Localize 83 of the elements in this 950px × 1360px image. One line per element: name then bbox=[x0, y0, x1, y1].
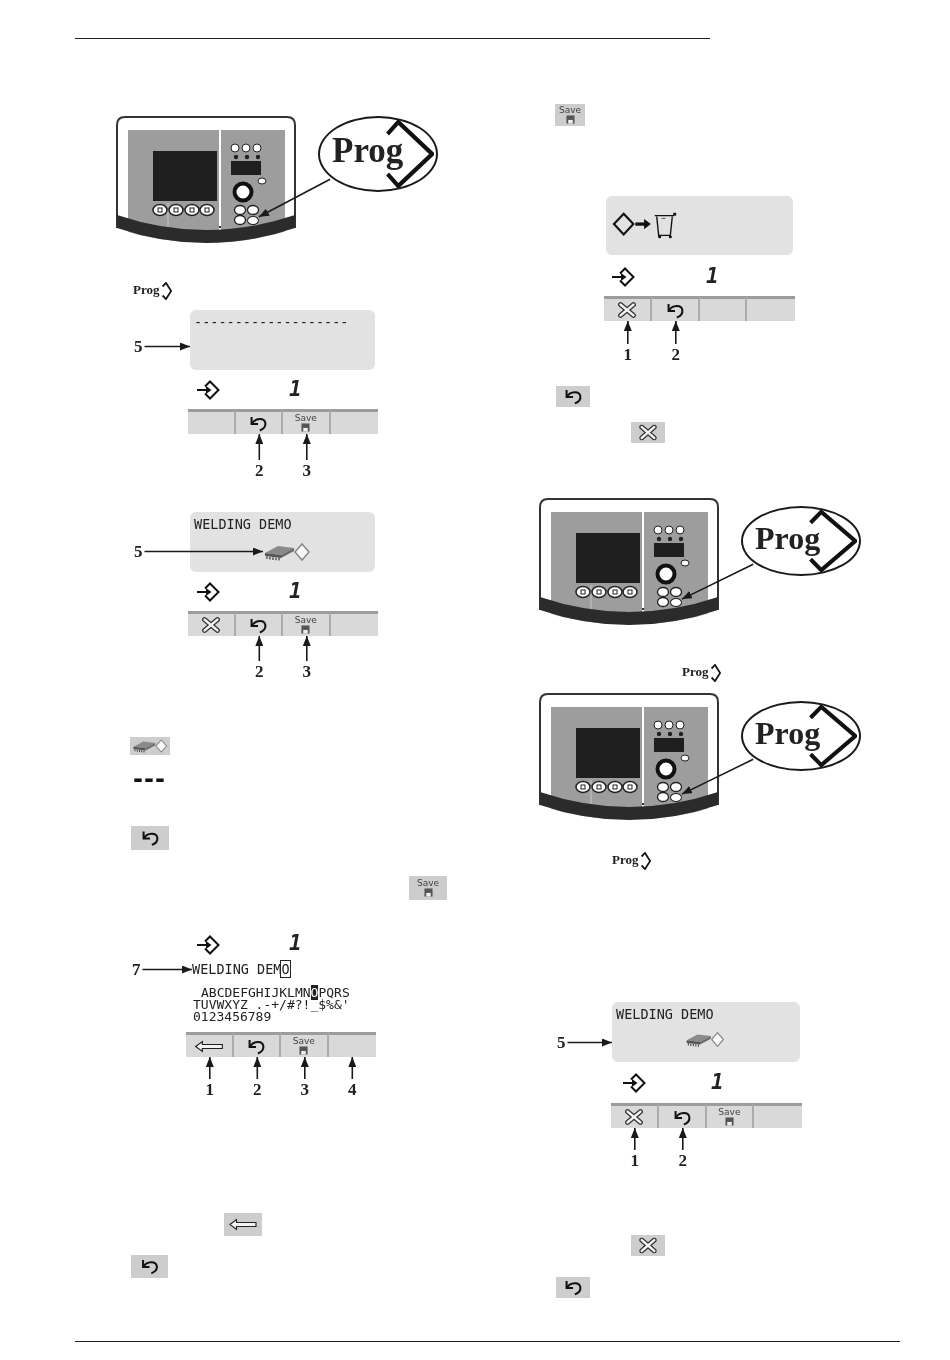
blank-softkey bbox=[330, 409, 378, 434]
leader-arrow bbox=[630, 1127, 639, 1151]
callout-number: 4 bbox=[348, 1081, 357, 1098]
blank-softkey bbox=[328, 1032, 376, 1057]
leader-arrow bbox=[255, 433, 264, 461]
leader-arrow bbox=[141, 965, 193, 974]
callout-number: 3 bbox=[302, 663, 311, 680]
callout-number: 2 bbox=[678, 1152, 687, 1169]
leader-arrow bbox=[253, 1056, 262, 1080]
leader-arrow bbox=[623, 320, 632, 345]
save-button: Save bbox=[555, 104, 585, 126]
display-screen bbox=[612, 1002, 800, 1062]
blank-softkey bbox=[754, 1103, 802, 1128]
prog-label: Prog bbox=[755, 522, 821, 554]
callout-number: 1 bbox=[623, 346, 632, 363]
callout-number: 2 bbox=[255, 462, 264, 479]
display-screen bbox=[190, 512, 375, 572]
leader-arrow bbox=[302, 433, 311, 461]
leader-arrow bbox=[678, 1127, 687, 1151]
leader-arrow bbox=[671, 320, 680, 345]
leader-arrow bbox=[681, 758, 754, 795]
panel-button bbox=[670, 597, 682, 607]
save-button: Save bbox=[283, 611, 331, 636]
save-button: Save bbox=[283, 409, 331, 434]
leader-arrow bbox=[681, 563, 754, 600]
leader-arrow bbox=[302, 635, 311, 662]
undo-button bbox=[651, 296, 700, 321]
leader-arrow bbox=[205, 1056, 214, 1080]
blank-softkey bbox=[188, 409, 236, 434]
prog-label: Prog bbox=[755, 717, 821, 749]
left-arrow-button bbox=[186, 1032, 234, 1057]
dash-symbol: --- bbox=[133, 767, 166, 791]
callout-number: 5 bbox=[134, 338, 143, 355]
display-text: WELDING DEMO bbox=[616, 1007, 714, 1021]
display-screen bbox=[190, 310, 375, 370]
leader-arrow bbox=[258, 178, 331, 218]
character-row: 0123456789 bbox=[193, 1011, 272, 1023]
blank-softkey bbox=[330, 611, 378, 636]
leader-arrow bbox=[348, 1056, 357, 1080]
blank-softkey bbox=[747, 296, 795, 321]
panel-button bbox=[247, 215, 259, 225]
callout-number: 1 bbox=[205, 1081, 214, 1098]
digit-readout: 1 bbox=[711, 1072, 724, 1093]
leader-arrow bbox=[143, 547, 264, 556]
digit-readout: 1 bbox=[706, 266, 719, 287]
leader-arrow bbox=[566, 1038, 613, 1047]
close-button bbox=[604, 296, 652, 321]
callout-number: 5 bbox=[557, 1034, 566, 1051]
prog-label: Prog bbox=[332, 133, 404, 169]
display-text: ------------------- bbox=[194, 315, 349, 329]
callout-number: 5 bbox=[134, 543, 143, 560]
save-button: Save bbox=[706, 1103, 755, 1128]
callout-number: 2 bbox=[255, 663, 264, 680]
prog-label: Prog bbox=[133, 282, 160, 297]
close-button bbox=[188, 611, 236, 636]
undo-button bbox=[235, 611, 283, 636]
undo-button bbox=[233, 1032, 281, 1057]
digit-readout: 1 bbox=[289, 933, 302, 954]
digit-readout: 1 bbox=[289, 379, 302, 400]
panel-button bbox=[670, 792, 682, 802]
save-button: Save bbox=[409, 876, 447, 900]
leader-arrow bbox=[143, 342, 191, 351]
blank-softkey bbox=[699, 296, 748, 321]
character-row: TUVWXYZ .-+/#?!_$%&' bbox=[193, 999, 350, 1011]
callout-number: 3 bbox=[302, 462, 311, 479]
display-text: WELDING DEMO bbox=[194, 517, 292, 531]
leader-arrow bbox=[300, 1056, 309, 1080]
prog-label: Prog bbox=[612, 852, 639, 867]
callout-number: 1 bbox=[630, 1152, 639, 1169]
close-button bbox=[611, 1103, 659, 1128]
callout-number: 2 bbox=[671, 346, 680, 363]
prog-label: Prog bbox=[682, 664, 709, 679]
callout-number: 7 bbox=[132, 961, 141, 978]
callout-number: 3 bbox=[300, 1081, 309, 1098]
callout-number: 2 bbox=[253, 1081, 262, 1098]
character-row: ABCDEFGHIJKLMNOPQRS bbox=[201, 987, 350, 999]
undo-button bbox=[658, 1103, 707, 1128]
undo-button bbox=[235, 409, 283, 434]
leader-arrow bbox=[255, 635, 264, 662]
chip-icon bbox=[263, 542, 311, 562]
display-screen bbox=[606, 196, 793, 255]
digit-readout: 1 bbox=[289, 581, 302, 602]
save-button: Save bbox=[281, 1032, 329, 1057]
